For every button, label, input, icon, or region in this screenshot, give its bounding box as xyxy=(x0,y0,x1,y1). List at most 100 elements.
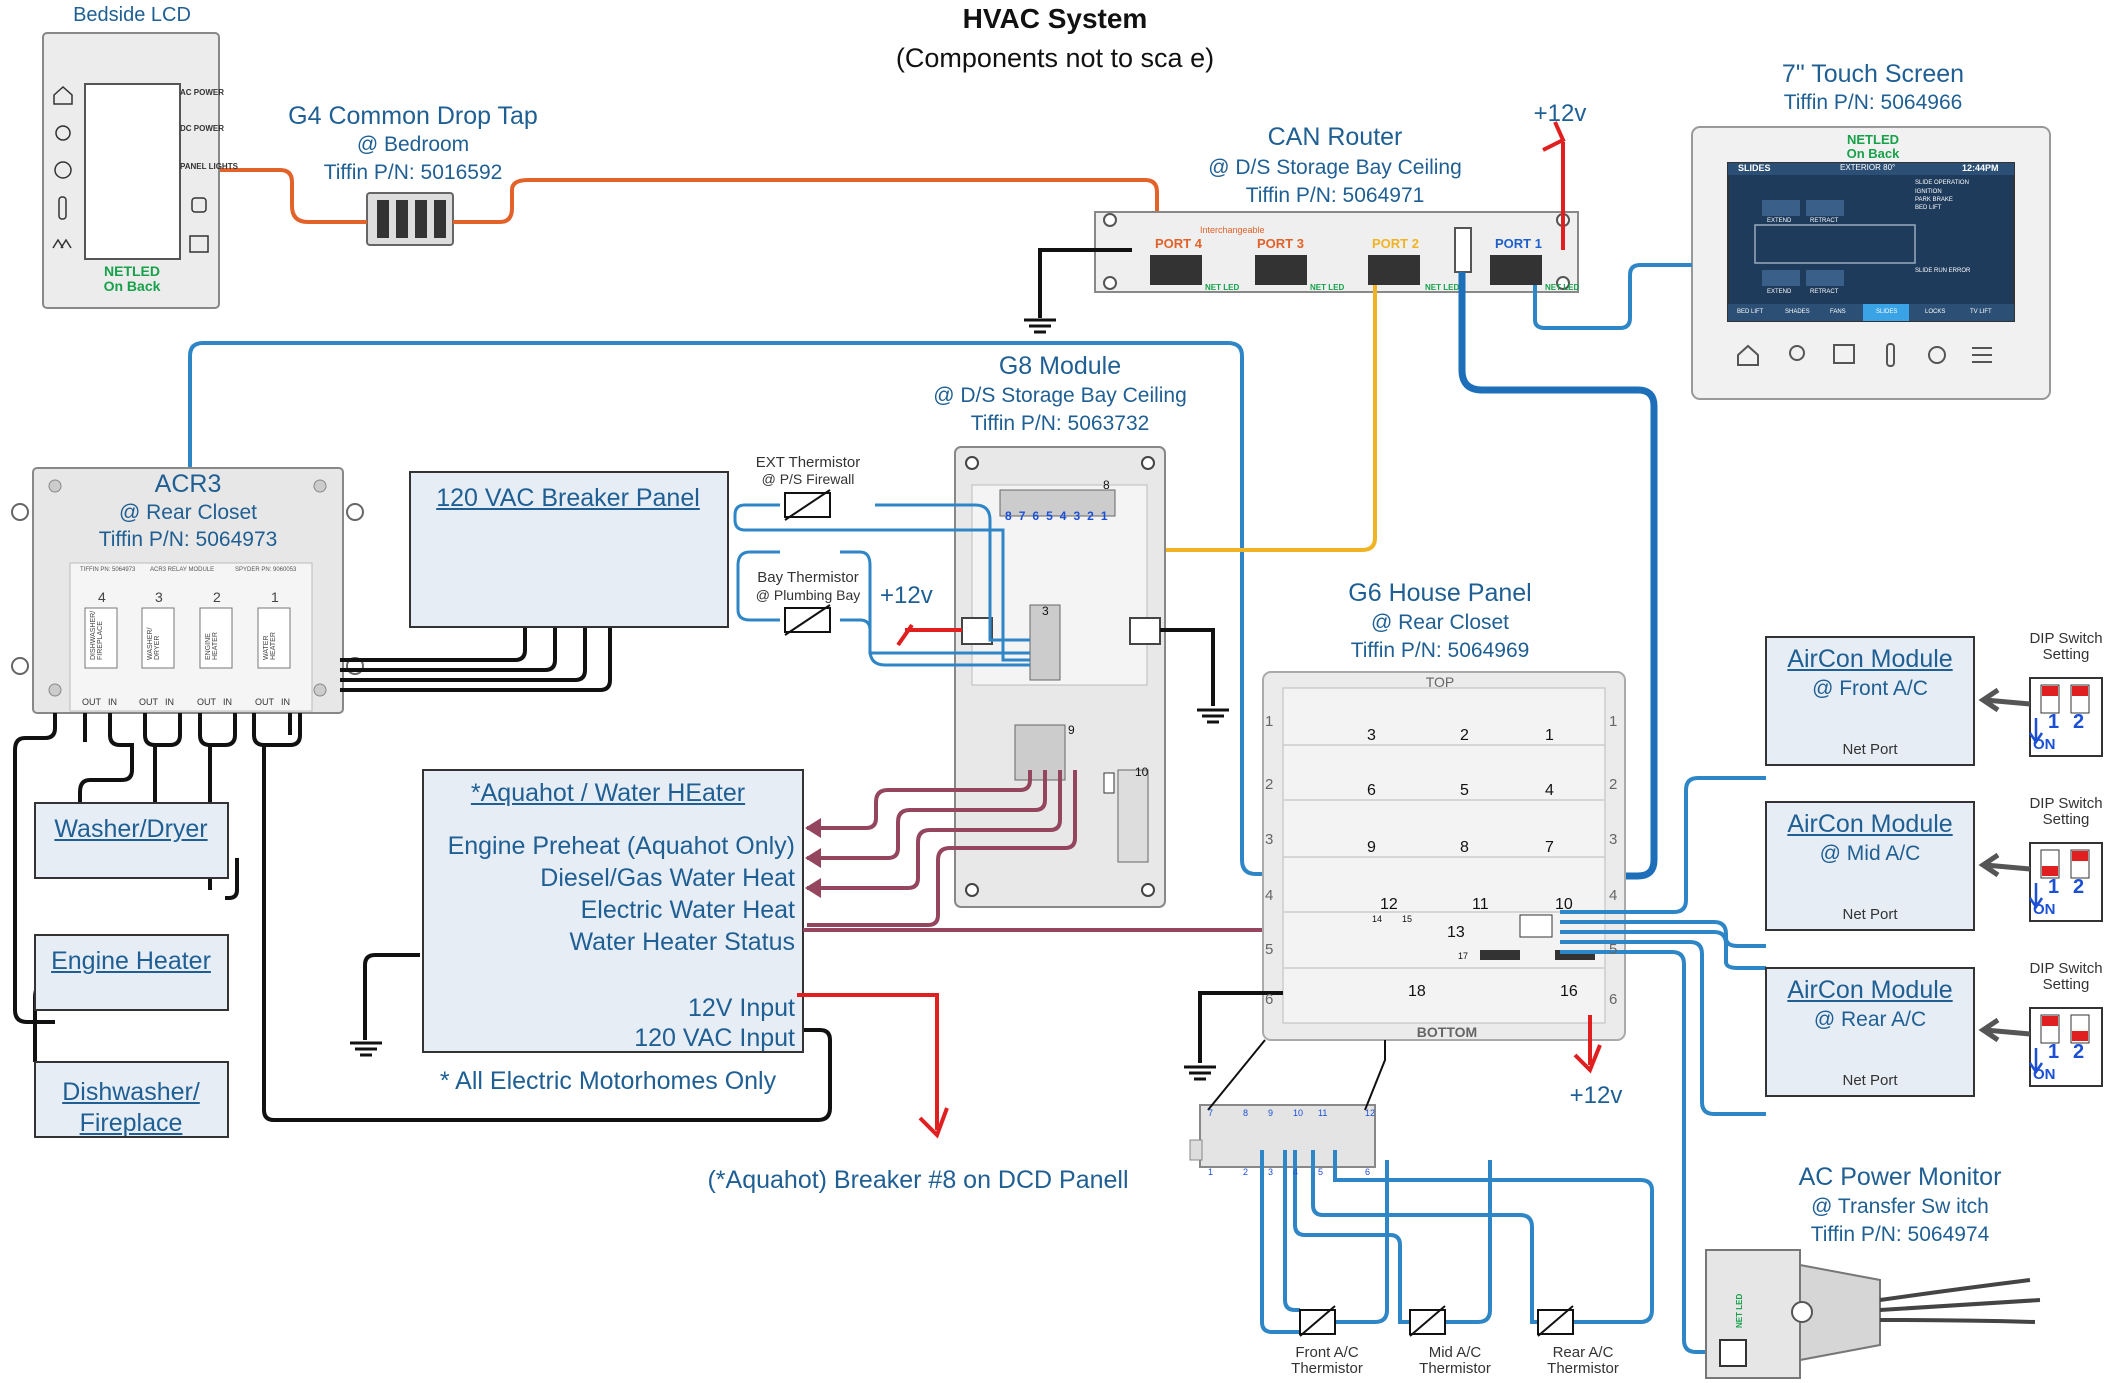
touch-tab-slides[interactable]: SLIDES xyxy=(1876,309,1898,315)
acr3-out-3: OUT xyxy=(139,697,158,707)
aircon-front-box xyxy=(1765,636,1975,766)
terminal-9: 9 xyxy=(1268,1108,1274,1118)
bay-thermistor-location: @ Plumbing Bay xyxy=(755,587,861,603)
can-port-1: PORT 1 xyxy=(1495,236,1542,251)
dishwasher-fireplace-label[interactable]: Dishwasher/ Fireplace xyxy=(62,1078,200,1138)
terminal-8: 8 xyxy=(1243,1108,1249,1118)
rear-ac-thermistor-label: Rear A/C Thermistor xyxy=(1547,1344,1619,1377)
g8-pin-3: 3 xyxy=(1073,509,1088,523)
g6-row-1-right: 1 xyxy=(1609,713,1618,730)
g8-conn-label-10: 10 xyxy=(1135,765,1149,779)
can-netled-1: NET LED xyxy=(1545,283,1580,292)
touch-bed-lift-status: BED LIFT xyxy=(1915,205,1942,211)
touch-retract-button-top[interactable]: RETRACT xyxy=(1810,218,1839,224)
g8-pin-4: 4 xyxy=(1059,509,1074,523)
touch-netled: NETLED xyxy=(1847,132,1899,147)
aircon-front-title[interactable]: AirCon Module xyxy=(1787,645,1953,673)
dip-label-rear: DIP Switch Setting xyxy=(2029,960,2103,993)
engine-heater-label[interactable]: Engine Heater xyxy=(51,947,211,975)
touch-screen-part-number: Tiffin P/N: 5064966 xyxy=(1783,91,1963,114)
g6-conn-10: 10 xyxy=(1555,896,1573,913)
g8-conn-label-9: 9 xyxy=(1068,723,1075,737)
dip-rear-2: 2 xyxy=(2073,1041,2085,1063)
mid-ac-thermistor-label: Mid A/C Thermistor xyxy=(1419,1344,1491,1377)
acr3-relay-4-name: DISHWASHER/ FIREPLACE xyxy=(90,610,105,660)
acr3-location: @ Rear Closet xyxy=(118,501,258,524)
heat-icon xyxy=(52,238,72,249)
bedside-label: Bedside LCD xyxy=(73,4,191,26)
bedside-panel-lights-label: PANEL LIGHTS xyxy=(180,162,238,171)
washer-dryer-box xyxy=(34,802,229,879)
terminal-block xyxy=(1189,1104,1376,1168)
g8-plus12v: +12v xyxy=(880,582,933,609)
aquahot-title[interactable]: *Aquahot / Water HEater xyxy=(470,779,746,807)
acr3-in-1: IN xyxy=(281,697,290,707)
g8-pin-2: 2 xyxy=(1087,509,1101,523)
breaker8-label: (*Aquahot) Breaker #8 on DCD Panell xyxy=(707,1166,1129,1194)
acr3-in-2: IN xyxy=(223,697,232,707)
acr3-relay-2-num: 2 xyxy=(213,589,221,605)
g8-title: G8 Module xyxy=(998,352,1122,380)
g8-pin-row: 87654321 xyxy=(1005,510,1115,523)
panel-icon xyxy=(189,235,209,253)
g6-row-6-right: 6 xyxy=(1609,991,1618,1008)
calendar-icon xyxy=(1833,344,1855,364)
bedside-lcd-device xyxy=(42,32,220,309)
aquahot-120vac-input: 120 VAC Input xyxy=(634,1024,795,1052)
bay-thermistor-title: Bay Thermistor xyxy=(757,569,859,586)
terminal-5: 5 xyxy=(1318,1167,1324,1177)
touch-tab-fans[interactable]: FANS xyxy=(1830,309,1846,315)
g6-row-5-right: 5 xyxy=(1609,941,1618,958)
g8-pin-6: 6 xyxy=(1032,509,1047,523)
aircon-mid-location: @ Mid A/C xyxy=(1819,842,1921,865)
g6-conn-1: 1 xyxy=(1545,727,1554,744)
fan-icon xyxy=(54,161,72,179)
dip-rear-1: 1 xyxy=(2048,1041,2060,1063)
aquahot-box xyxy=(422,769,804,1053)
touch-slide-operation: SLIDE OPERATION xyxy=(1915,180,1969,186)
touch-tab-tv-lift[interactable]: TV LIFT xyxy=(1970,309,1992,315)
dip-front-on: ON xyxy=(2033,736,2056,753)
acr3-in-3: IN xyxy=(165,697,174,707)
gear-icon xyxy=(1928,346,1946,364)
g6-top-label: TOP xyxy=(1425,674,1455,690)
g6-conn-4: 4 xyxy=(1545,782,1554,799)
touch-tab-bed-lift[interactable]: BED LIFT xyxy=(1737,309,1764,315)
breaker-panel-box xyxy=(409,471,729,628)
aircon-rear-location: @ Rear A/C xyxy=(1813,1008,1927,1031)
dip-label-front: DIP Switch Setting xyxy=(2029,630,2103,663)
acr3-out-2: OUT xyxy=(197,697,216,707)
touch-extend-button-top[interactable]: EXTEND xyxy=(1767,218,1792,224)
touch-tab-locks[interactable]: LOCKS xyxy=(1925,309,1946,315)
touch-screen-time: 12:44PM xyxy=(1962,163,1999,173)
touch-screen-tab-slides[interactable]: SLIDES xyxy=(1738,163,1771,173)
dip-rear-on: ON xyxy=(2033,1066,2056,1083)
dip-mid-1: 1 xyxy=(2048,876,2060,898)
aircon-rear-title[interactable]: AirCon Module xyxy=(1787,976,1953,1004)
dip-switches xyxy=(1978,677,2103,1087)
settings-icon xyxy=(1972,347,1992,363)
touch-extend-button-bottom[interactable]: EXTEND xyxy=(1767,289,1792,295)
terminal-3: 3 xyxy=(1268,1167,1274,1177)
can-port-2: PORT 2 xyxy=(1372,236,1419,251)
engine-heater-box xyxy=(34,934,229,1011)
acr3-header-spyder: SPYDER PN: 9060053 xyxy=(235,567,297,573)
page-subtitle: (Components not to sca e) xyxy=(895,43,1215,73)
aircon-mid-title[interactable]: AirCon Module xyxy=(1787,810,1953,838)
acpm-netled: NET LED xyxy=(1735,1293,1744,1328)
touch-retract-button-bottom[interactable]: RETRACT xyxy=(1810,289,1839,295)
breaker-panel-title[interactable]: 120 VAC Breaker Panel xyxy=(436,484,700,512)
g6-conn-12: 12 xyxy=(1380,896,1398,913)
g6-row-1-left: 1 xyxy=(1265,713,1274,730)
washer-dryer-label[interactable]: Washer/Dryer xyxy=(54,815,208,843)
g6-row-2-left: 2 xyxy=(1265,776,1274,793)
g8-location: @ D/S Storage Bay Ceiling xyxy=(933,384,1187,407)
g6-conn-11: 11 xyxy=(1472,896,1489,913)
touch-tab-shades[interactable]: SHADES xyxy=(1785,309,1810,315)
acr3-title: ACR3 xyxy=(154,470,222,498)
g6-conn-14: 14 xyxy=(1372,914,1383,924)
terminal-6: 6 xyxy=(1365,1167,1371,1177)
can-router-title: CAN Router xyxy=(1267,123,1403,151)
g6-conn-16: 16 xyxy=(1560,983,1578,1000)
